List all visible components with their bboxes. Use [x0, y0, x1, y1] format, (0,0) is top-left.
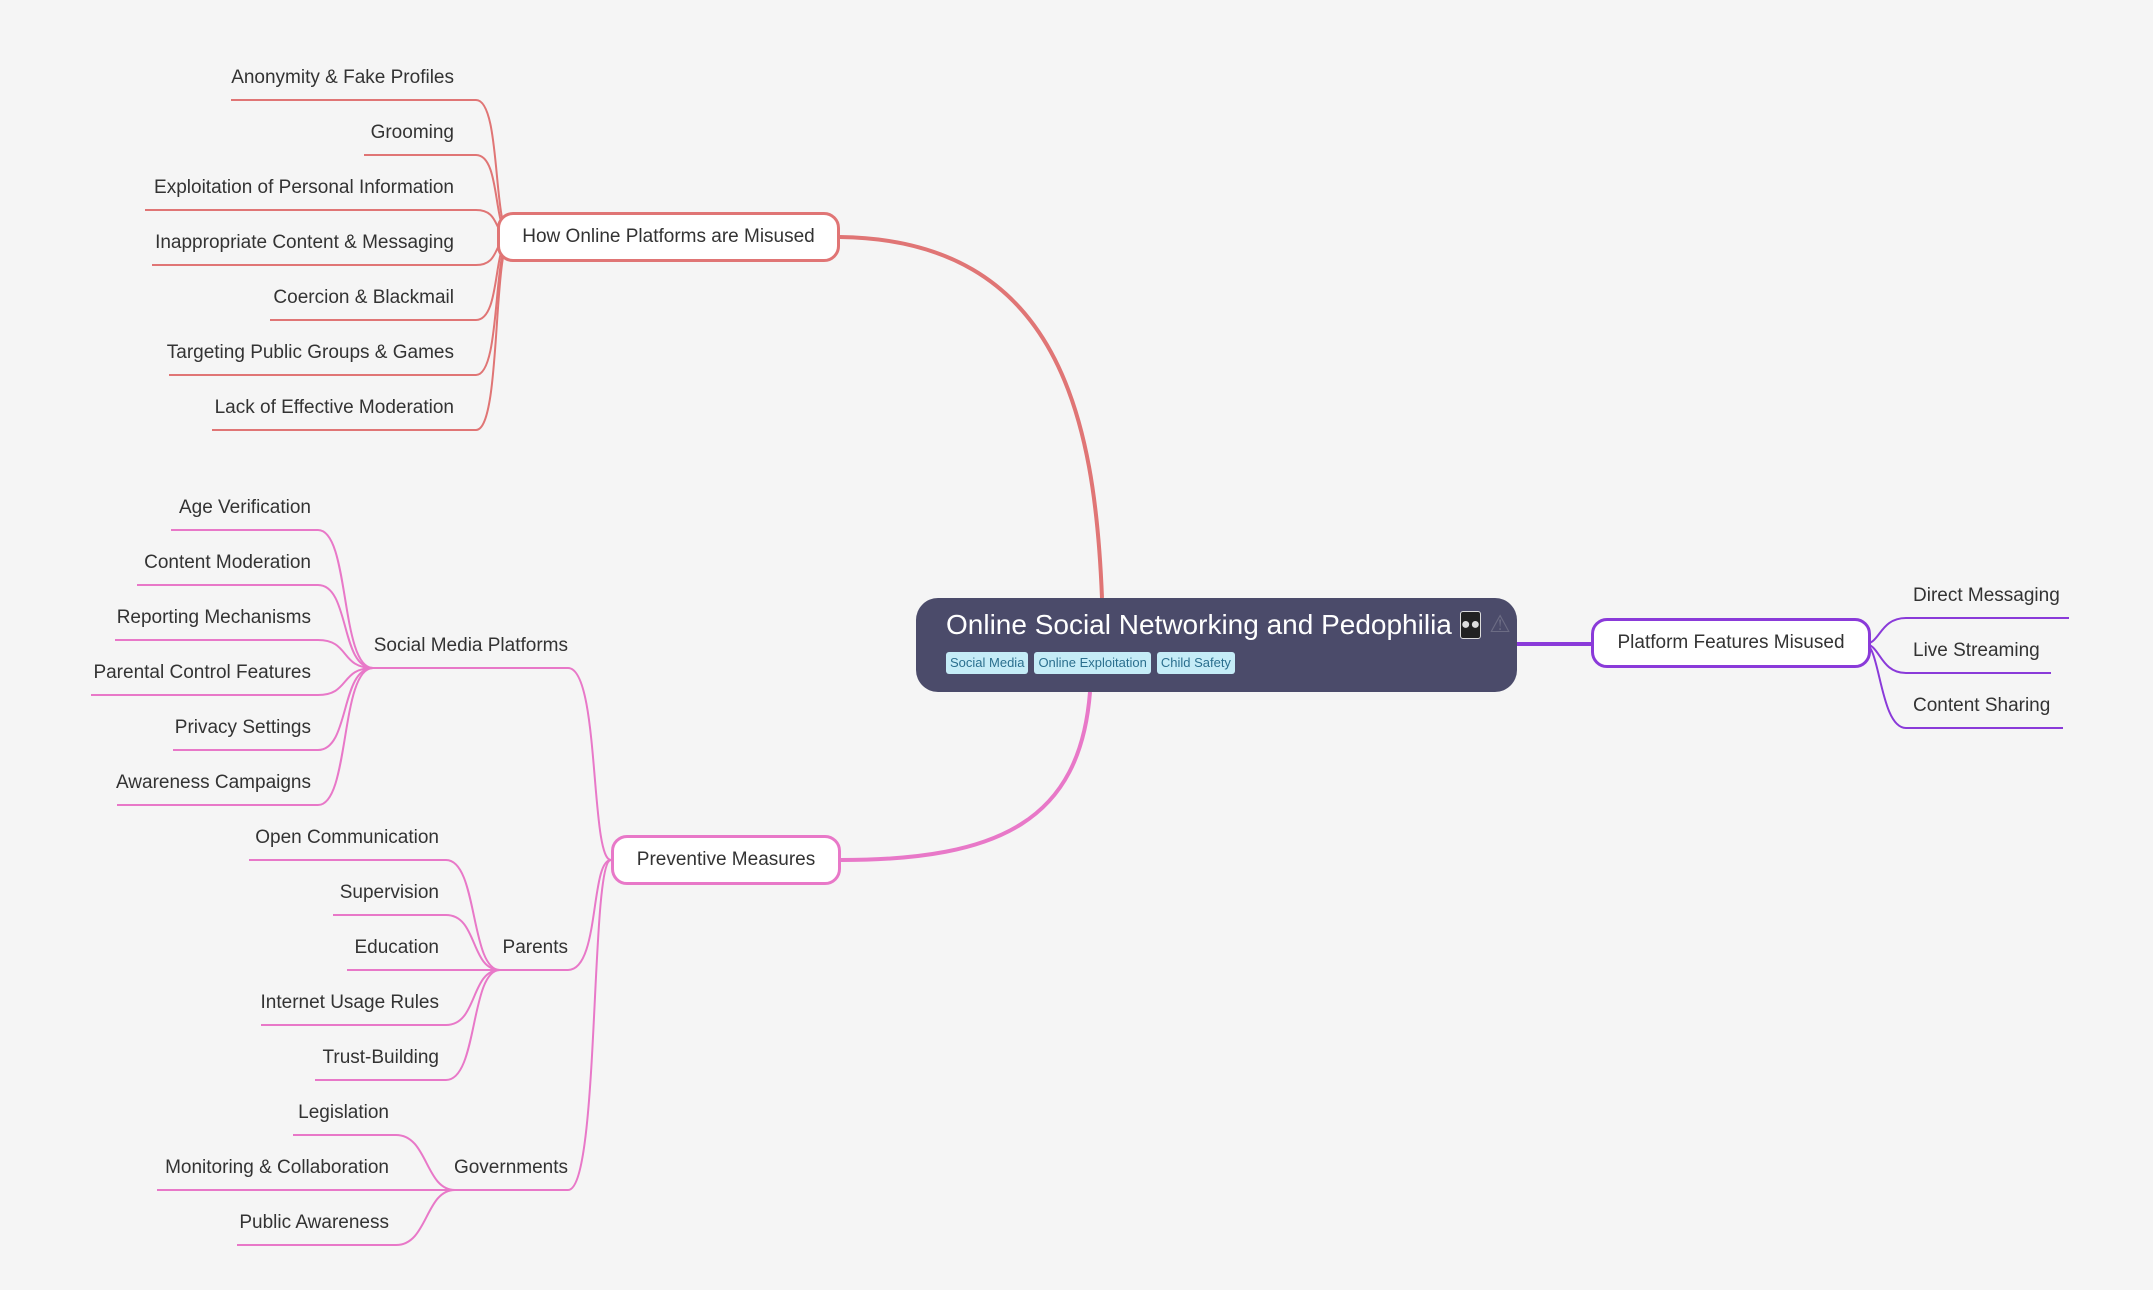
central-topic[interactable]: Online Social Networking and Pedophilia … [916, 598, 1517, 692]
connector-social-2 [115, 639, 374, 669]
leaf-misuse-2[interactable]: Exploitation of Personal Information [154, 177, 454, 198]
leaf-social-0[interactable]: Age Verification [178, 497, 311, 518]
connector-parents-1 [333, 914, 501, 971]
connector-prev-gov [455, 859, 612, 1191]
sub-branch-parents[interactable]: Parents [502, 937, 568, 958]
leaf-gov-1[interactable]: Monitoring & Collaboration [165, 1157, 389, 1178]
connector-central-preventive [840, 691, 1092, 862]
central-tags: Social Media Online Exploitation Child S… [946, 652, 1487, 674]
leaf-misuse-6[interactable]: Lack of Effective Moderation [214, 397, 454, 418]
connector-social-1 [137, 584, 374, 669]
connector-gov-0 [293, 1134, 456, 1191]
connector-social-0 [171, 529, 374, 669]
leaf-misuse-5[interactable]: Targeting Public Groups & Games [166, 342, 454, 363]
leaf-social-5[interactable]: Awareness Campaigns [115, 772, 311, 793]
leaf-parents-0[interactable]: Open Communication [255, 827, 439, 848]
connector-central-misuse [839, 235, 1104, 599]
leaf-parents-3[interactable]: Internet Usage Rules [260, 992, 440, 1013]
connector-gov-2 [237, 1189, 456, 1246]
leaf-feature-0[interactable]: Direct Messaging [1913, 585, 2060, 606]
connector-parents-0 [249, 859, 501, 971]
leaf-social-2[interactable]: Reporting Mechanisms [116, 607, 311, 628]
tag-child-safety[interactable]: Child Safety [1156, 652, 1235, 674]
leaf-social-4[interactable]: Privacy Settings [174, 717, 311, 738]
family-emoji-icon: ●● [1459, 611, 1482, 639]
leaf-social-3[interactable]: Parental Control Features [93, 662, 311, 683]
central-title: Online Social Networking and Pedophilia [946, 609, 1452, 640]
leaf-gov-2[interactable]: Public Awareness [239, 1212, 389, 1233]
connector-prev-social [373, 667, 612, 861]
leaf-parents-4[interactable]: Trust-Building [322, 1047, 439, 1068]
connector-parents-3 [261, 969, 501, 1026]
sub-branch-governments[interactable]: Governments [453, 1157, 568, 1178]
leaf-misuse-0[interactable]: Anonymity & Fake Profiles [231, 67, 454, 88]
connector-parents-4 [315, 969, 501, 1081]
leaf-misuse-1[interactable]: Grooming [370, 122, 454, 143]
branch-preventive-measures[interactable]: Preventive Measures [611, 835, 841, 885]
connector-social-5 [117, 667, 374, 806]
leaf-feature-1[interactable]: Live Streaming [1913, 640, 2040, 661]
leaf-gov-0[interactable]: Legislation [298, 1102, 389, 1123]
branch-platform-features[interactable]: Platform Features Misused [1591, 618, 1871, 668]
connector-social-3 [91, 667, 374, 696]
leaf-misuse-3[interactable]: Inappropriate Content & Messaging [155, 232, 454, 253]
tag-online-exploitation[interactable]: Online Exploitation [1034, 652, 1151, 674]
connector-social-4 [173, 667, 374, 751]
central-title-row: Online Social Networking and Pedophilia … [946, 608, 1511, 642]
sub-branch-social-media-platforms[interactable]: Social Media Platforms [373, 635, 568, 656]
leaf-social-1[interactable]: Content Moderation [144, 552, 311, 573]
warning-emoji-icon: ⚠ [1489, 611, 1511, 638]
leaf-parents-1[interactable]: Supervision [339, 882, 439, 903]
connector-prev-parents [500, 859, 612, 971]
branch-misuse[interactable]: How Online Platforms are Misused [497, 212, 840, 262]
tag-social-media[interactable]: Social Media [946, 652, 1029, 674]
leaf-parents-2[interactable]: Education [354, 937, 439, 958]
leaf-misuse-4[interactable]: Coercion & Blackmail [273, 287, 454, 308]
leaf-feature-2[interactable]: Content Sharing [1913, 695, 2051, 716]
